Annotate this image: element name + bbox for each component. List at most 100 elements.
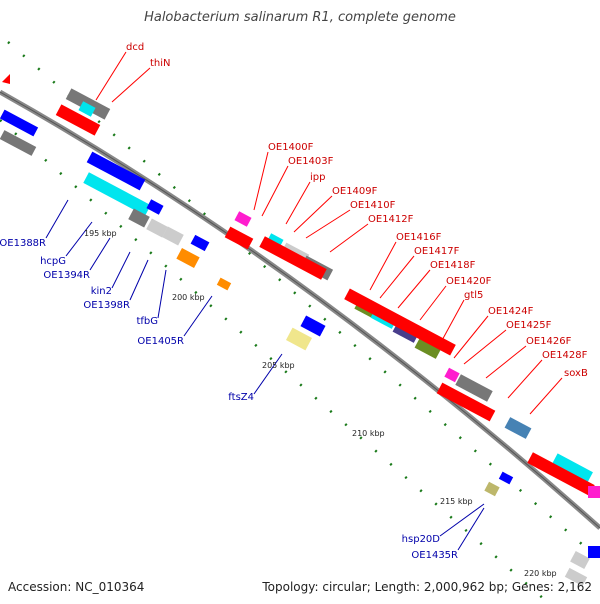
leader-line [65, 221, 93, 257]
gene-label: OE1426F [526, 336, 572, 347]
forward-leader-lines [95, 51, 563, 415]
leader-line [379, 255, 415, 299]
gene-feature [286, 327, 312, 351]
leader-line [329, 223, 369, 253]
gene-label: OE1409F [332, 186, 378, 197]
leader-line [305, 209, 351, 239]
map-title: Halobacterium salinarum R1, complete gen… [144, 10, 456, 25]
gene-feature [588, 546, 600, 558]
gene-feature [300, 315, 326, 337]
gene-label: OE1405R [137, 336, 184, 347]
gene-label: OE1398R [83, 300, 130, 311]
scale-label: 215 kbp [440, 497, 473, 506]
leader-line [453, 315, 489, 359]
gene-label: OE1417F [414, 246, 460, 257]
gene-label: OE1388R [0, 238, 46, 249]
gene-feature [564, 567, 588, 587]
leader-line [45, 199, 69, 239]
leader-line [253, 353, 283, 395]
scale-label: 195 kbp [84, 229, 117, 238]
gene-label: OE1412F [368, 214, 414, 225]
gene-label: thiN [150, 58, 171, 69]
gene-feature [484, 481, 500, 497]
gene-feature [216, 277, 232, 291]
gene-feature [224, 226, 254, 250]
gene-label: gtl5 [464, 290, 483, 301]
gene-label: OE1428F [542, 350, 588, 361]
gene-label: kin2 [91, 286, 112, 297]
leader-line [253, 151, 269, 211]
genome-backbone-edge [0, 91, 600, 529]
leader-line [485, 345, 527, 379]
leader-line [285, 181, 311, 225]
gene-feature [128, 208, 150, 228]
leader-line [129, 259, 149, 301]
leader-line [419, 285, 447, 321]
topology-text: Topology: circular; Length: 2,000,962 bp… [262, 580, 592, 594]
gene-label: OE1420F [446, 276, 492, 287]
gene-feature [0, 130, 37, 156]
gene-label: soxB [564, 368, 588, 379]
gene-feature [498, 471, 514, 485]
gene-label: tfbG [136, 316, 158, 327]
gene-feature [146, 218, 168, 238]
gene-feature [504, 417, 532, 439]
leader-line [111, 67, 151, 103]
leader-line [529, 377, 563, 415]
gene-feature [146, 199, 164, 215]
gene-feature [55, 104, 101, 136]
forward-features [55, 88, 600, 587]
gene-feature [344, 288, 456, 356]
leader-line [507, 359, 543, 399]
scale-labels: 195 kbp 200 kbp 205 kbp 210 kbp 215 kbp … [84, 229, 557, 578]
gene-label: OE1400F [268, 142, 314, 153]
leader-line [111, 251, 131, 289]
gene-feature [436, 382, 496, 422]
reverse-leader-lines [45, 199, 485, 551]
scale-label: 220 kbp [524, 569, 557, 578]
scale-label: 200 kbp [172, 293, 205, 302]
gene-feature [444, 367, 460, 383]
gene-feature [176, 248, 200, 268]
edge-feature-marker [2, 74, 10, 84]
leader-line [463, 329, 507, 365]
gene-label: OE1410F [350, 200, 396, 211]
gene-label: OE1416F [396, 232, 442, 243]
leader-line [293, 195, 333, 233]
gene-label: OE1418F [430, 260, 476, 271]
leader-line [439, 503, 485, 537]
gene-feature [162, 226, 184, 246]
leader-line [439, 299, 465, 345]
gene-feature [551, 453, 593, 485]
gene-feature [414, 337, 442, 359]
gene-feature [527, 452, 595, 496]
gene-label: dcd [126, 42, 144, 53]
gene-feature [0, 109, 39, 137]
gene-feature [86, 151, 146, 191]
gene-feature [190, 234, 210, 252]
gene-feature [588, 486, 600, 498]
leader-line [95, 51, 127, 101]
leader-line [397, 269, 431, 309]
gene-label: OE1424F [488, 306, 534, 317]
leader-line [183, 295, 213, 337]
gene-feature [570, 550, 590, 570]
gene-label: ipp [310, 172, 325, 183]
reverse-gene-labels: OE1388R hcpG OE1394R kin2 OE1398R tfbG O… [0, 238, 458, 561]
gene-feature [83, 172, 151, 216]
gene-label: hsp20D [402, 534, 441, 545]
gene-label: OE1435R [411, 550, 458, 561]
gene-feature [234, 211, 252, 227]
gene-feature [455, 374, 493, 402]
gene-label: OE1403F [288, 156, 334, 167]
scale-label: 210 kbp [352, 429, 385, 438]
leader-line [89, 237, 111, 271]
gene-label: OE1425F [506, 320, 552, 331]
accession-text: Accession: NC_010364 [8, 580, 145, 594]
inner-tick-ring [0, 119, 546, 601]
reverse-features [0, 109, 514, 497]
leader-line [261, 165, 289, 217]
forward-gene-labels: dcd thiN OE1400F OE1403F ipp OE1409F OE1… [126, 42, 588, 379]
